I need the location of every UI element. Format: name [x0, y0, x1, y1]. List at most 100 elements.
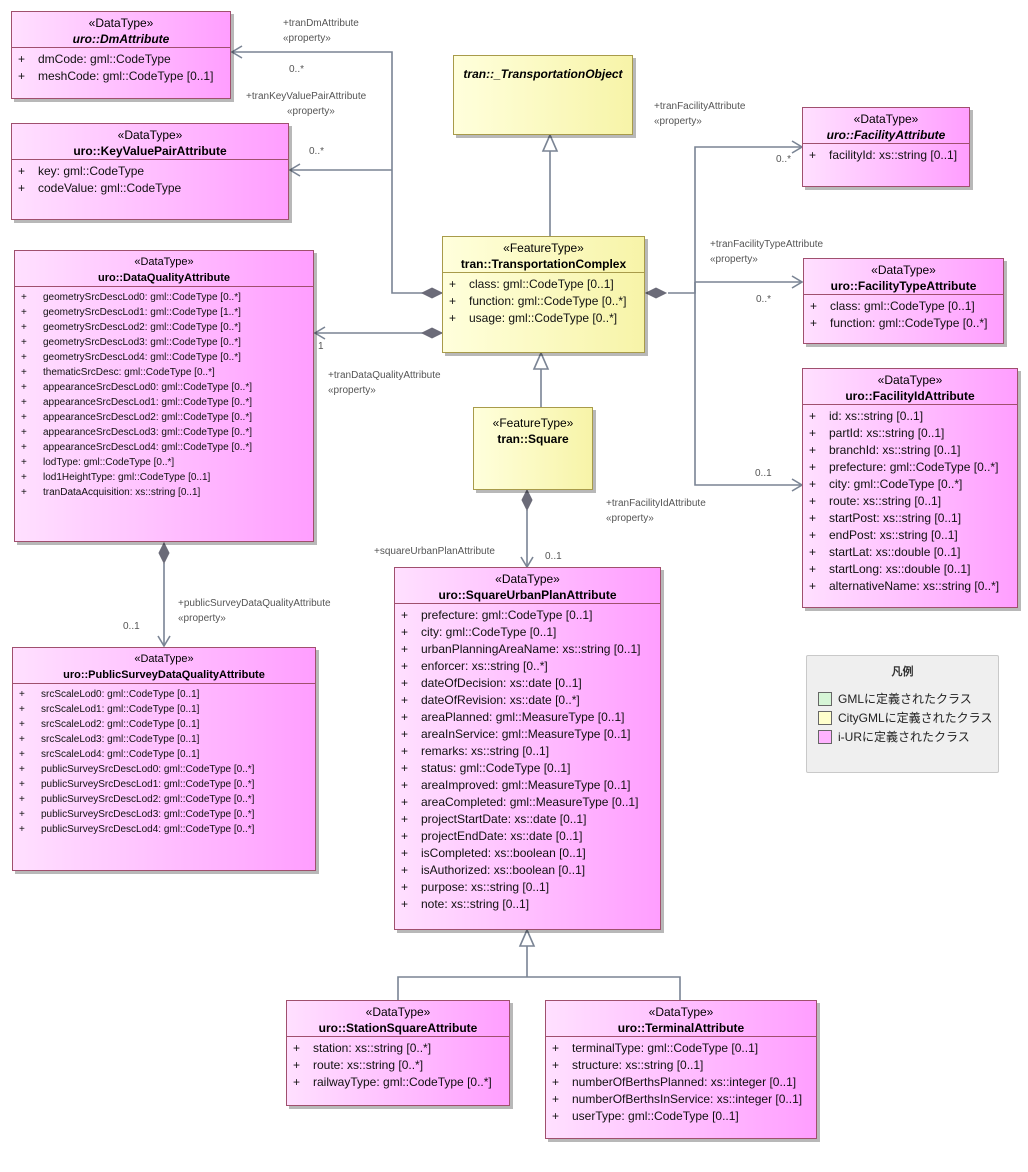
legend: 凡例 GMLに定義されたクラス CityGMLに定義されたクラス i-URに定義… — [806, 655, 999, 773]
assoc-fia-arrow — [791, 478, 804, 492]
diamond-dq-psdq — [158, 541, 170, 565]
attribute: +id: xs::string [0..1] — [809, 409, 924, 423]
class-facility-attribute[interactable]: «DataType» uro::FacilityAttribute +facil… — [802, 107, 970, 187]
stereotype-label: «property» — [654, 116, 702, 127]
attribute: +numberOfBerthsPlanned: xs::integer [0..… — [552, 1075, 797, 1089]
role-label: +tranFacilityAttribute — [654, 101, 746, 112]
class-facility-id-attribute[interactable]: «DataType» uro::FacilityIdAttribute +id:… — [802, 368, 1018, 608]
attribute: +function: gml::CodeType [0..*] — [810, 316, 988, 330]
attribute: +areaPlanned: gml::MeasureType [0..1] — [401, 710, 625, 724]
class-public-survey-data-quality-attribute[interactable]: «DataType» uro::PublicSurveyDataQualityA… — [12, 647, 316, 871]
attribute: +geometrySrcDescLod4: gml::CodeType [0..… — [21, 352, 241, 363]
diamond-tc-fa — [644, 287, 668, 299]
attribute: +endPost: xs::string [0..1] — [809, 528, 958, 542]
class-name: uro::FacilityIdAttribute — [845, 389, 975, 403]
class-facility-type-attribute[interactable]: «DataType» uro::FacilityTypeAttribute +c… — [803, 258, 1004, 344]
class-terminal-attribute[interactable]: «DataType» uro::TerminalAttribute +termi… — [545, 1000, 817, 1139]
attribute: +alternativeName: xs::string [0..*] — [809, 579, 1000, 593]
stereotype-label: «property» — [287, 106, 335, 117]
multiplicity-label: 0..* — [309, 146, 325, 157]
attribute-list: +class: gml::CodeType [0..1] +function: … — [804, 294, 1003, 335]
class-data-quality-attribute[interactable]: «DataType» uro::DataQualityAttribute +ge… — [14, 250, 314, 542]
attribute: +projectStartDate: xs::date [0..1] — [401, 812, 587, 826]
attribute: +enforcer: xs::string [0..*] — [401, 659, 548, 673]
attribute: +class: gml::CodeType [0..1] — [449, 277, 614, 291]
assoc-dq-arrow — [313, 326, 326, 340]
attribute: +branchId: xs::string [0..1] — [809, 443, 961, 457]
attribute: +isAuthorized: xs::boolean [0..1] — [401, 863, 586, 877]
attribute: +areaCompleted: gml::MeasureType [0..1] — [401, 795, 639, 809]
class-name: uro::FacilityAttribute — [826, 128, 946, 142]
class-transportation-object[interactable]: tran::_TransportationObject — [453, 55, 633, 135]
attribute-list: +dmCode: gml::CodeType +meshCode: gml::C… — [12, 47, 230, 88]
assoc-dm-arrow — [230, 45, 243, 59]
attribute-list: +geometrySrcDescLod0: gml::CodeType [0..… — [15, 286, 313, 503]
multiplicity-label: 1 — [318, 341, 324, 352]
attribute: +publicSurveySrcDescLod2: gml::CodeType … — [19, 794, 255, 805]
attribute: +startLong: xs::double [0..1] — [809, 562, 971, 576]
stereotype: «FeatureType» — [492, 416, 574, 430]
attribute: +lodType: gml::CodeType [0..*] — [21, 457, 175, 468]
gen-triangle-supa — [518, 928, 536, 947]
role-label: +tranKeyValuePairAttribute — [246, 91, 367, 102]
gen-triangle-to — [541, 133, 559, 152]
attribute: +structure: xs::string [0..1] — [552, 1058, 704, 1072]
multiplicity-label: 0..1 — [123, 621, 140, 632]
attribute: +key: gml::CodeType — [18, 164, 145, 178]
role-label: +tranDmAttribute — [283, 18, 359, 29]
attribute: +dateOfDecision: xs::date [0..1] — [401, 676, 582, 690]
assoc-fia-line — [694, 282, 802, 486]
attribute: +dateOfRevision: xs::date [0..*] — [401, 693, 580, 707]
class-dm-attribute[interactable]: «DataType» uro::DmAttribute +dmCode: gml… — [11, 11, 231, 99]
role-label: +tranFacilityTypeAttribute — [710, 239, 824, 250]
class-name: uro::PublicSurveyDataQualityAttribute — [63, 669, 265, 681]
attribute: +tranDataAcquisition: xs::string [0..1] — [21, 487, 201, 498]
class-square[interactable]: «FeatureType» tran::Square — [473, 407, 593, 490]
attribute: +numberOfBerthsInService: xs::integer [0… — [552, 1092, 803, 1106]
role-label: +tranDataQualityAttribute — [328, 370, 441, 381]
attribute: +city: gml::CodeType [0..*] — [809, 477, 963, 491]
class-key-value-pair-attribute[interactable]: «DataType» uro::KeyValuePairAttribute +k… — [11, 123, 289, 220]
attribute: +appearanceSrcDescLod1: gml::CodeType [0… — [21, 397, 253, 408]
attribute: +areaInService: gml::MeasureType [0..1] — [401, 727, 631, 741]
class-name: uro::TerminalAttribute — [617, 1021, 745, 1035]
multiplicity-label: 0..* — [756, 294, 772, 305]
stereotype-label: «property» — [710, 254, 758, 265]
attribute: +railwayType: gml::CodeType [0..*] — [293, 1075, 492, 1089]
attribute: +userType: gml::CodeType [0..1] — [552, 1109, 739, 1123]
attribute: +appearanceSrcDescLod4: gml::CodeType [0… — [21, 442, 253, 453]
attribute-list: +terminalType: gml::CodeType [0..1]+stru… — [546, 1036, 816, 1128]
class-name: tran::TransportationComplex — [460, 257, 627, 271]
attribute: +srcScaleLod3: gml::CodeType [0..1] — [19, 734, 200, 745]
stereotype-label: «property» — [283, 33, 331, 44]
stereotype-label: «property» — [178, 613, 226, 624]
class-name: tran::_TransportationObject — [463, 67, 623, 81]
diamond-sq-supa — [521, 488, 533, 512]
legend-item-gml: GMLに定義されたクラス — [807, 689, 998, 708]
attribute: +lod1HeightType: gml::CodeType [0..1] — [21, 472, 211, 483]
attribute-list: +id: xs::string [0..1]+partId: xs::strin… — [803, 404, 1017, 598]
attribute-list: +station: xs::string [0..*]+route: xs::s… — [287, 1036, 509, 1094]
stereotype: «DataType» — [88, 16, 154, 30]
class-station-square-attribute[interactable]: «DataType» uro::StationSquareAttribute +… — [286, 1000, 510, 1106]
legend-swatch — [818, 729, 832, 744]
attribute: +note: xs::string [0..1] — [401, 897, 530, 911]
assoc-kvp-arrow — [288, 163, 301, 177]
assoc-psdq-arrow — [157, 635, 171, 648]
attribute: +route: xs::string [0..1] — [809, 494, 942, 508]
stereotype: «DataType» — [117, 128, 183, 142]
attribute: +prefecture: gml::CodeType [0..*] — [809, 460, 999, 474]
attribute: +status: gml::CodeType [0..1] — [401, 761, 571, 775]
attribute: +geometrySrcDescLod1: gml::CodeType [1..… — [21, 307, 241, 318]
class-square-urban-plan-attribute[interactable]: «DataType» uro::SquareUrbanPlanAttribute… — [394, 567, 661, 930]
stereotype: «DataType» — [877, 373, 943, 387]
attribute: +class: gml::CodeType [0..1] — [810, 299, 975, 313]
class-name: uro::KeyValuePairAttribute — [73, 144, 227, 158]
assoc-fa-line — [668, 146, 802, 294]
legend-item-citygml: CityGMLに定義されたクラス — [807, 708, 998, 727]
attribute: +publicSurveySrcDescLod3: gml::CodeType … — [19, 809, 255, 820]
attribute-list: +srcScaleLod0: gml::CodeType [0..1]+srcS… — [13, 683, 315, 840]
class-name: uro::DataQualityAttribute — [98, 272, 230, 284]
class-transportation-complex[interactable]: «FeatureType» tran::TransportationComple… — [442, 236, 645, 353]
multiplicity-label: 0..1 — [755, 468, 772, 479]
